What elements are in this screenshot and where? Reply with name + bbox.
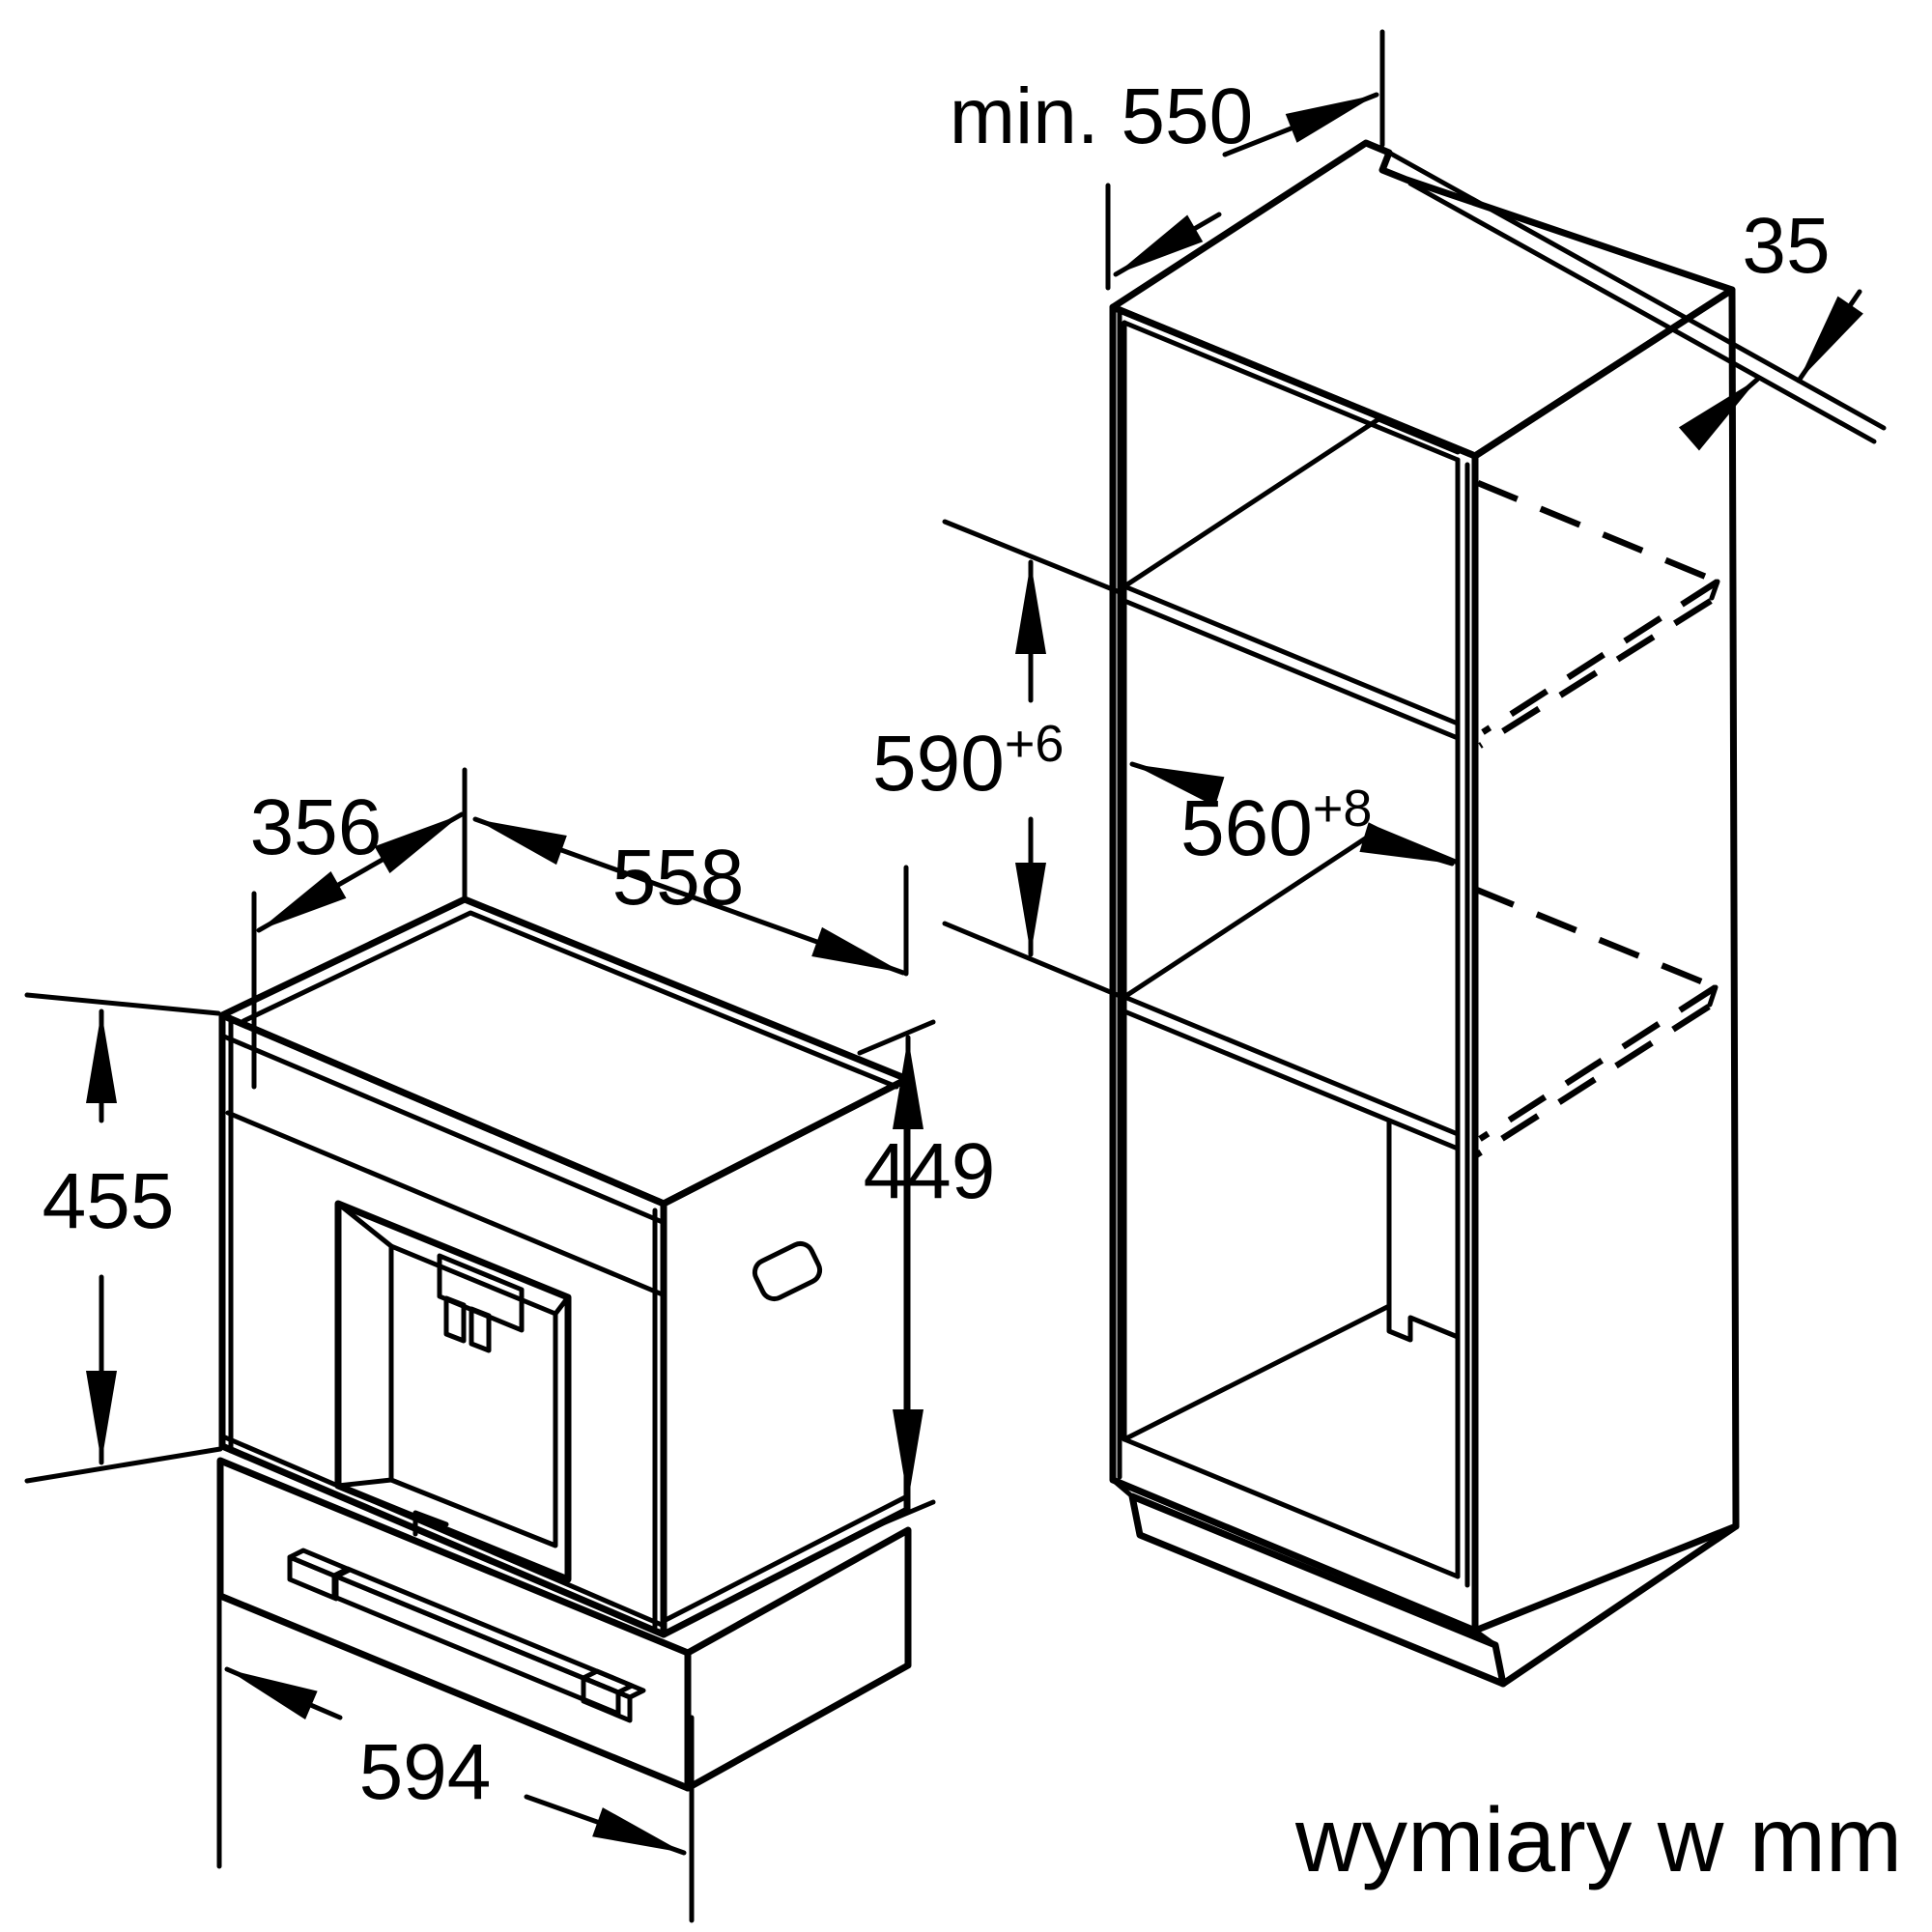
dimension-558: 558 bbox=[472, 816, 909, 977]
front-height-label: 455 bbox=[43, 1157, 175, 1245]
dimension-594: 594 bbox=[216, 1586, 695, 1923]
appliance-drawing bbox=[216, 895, 912, 1792]
top-width-label: 558 bbox=[612, 834, 745, 922]
side-handle-cutout bbox=[752, 1240, 823, 1302]
appliance-side-face bbox=[660, 1075, 911, 1638]
coffee-spout-unit bbox=[437, 1253, 525, 1333]
cabinet-plinth bbox=[1110, 1477, 1740, 1688]
units-note: wymiary w mm bbox=[1294, 1789, 1902, 1891]
hidden-shelf-edges bbox=[1472, 479, 1720, 1158]
top-depth-label: 356 bbox=[250, 783, 383, 871]
side-height-label: 449 bbox=[864, 1127, 996, 1215]
lower-width-label: 594 bbox=[359, 1728, 492, 1816]
dimension-449: 449 bbox=[857, 1019, 996, 1536]
min-depth-label: min. 550 bbox=[950, 72, 1254, 160]
cabinet-shelf-1 bbox=[1122, 583, 1461, 741]
niche-height-label: 590+6 bbox=[872, 715, 1064, 808]
dimension-590: 590+6 bbox=[872, 519, 1127, 1001]
niche-width-label: 560+8 bbox=[1180, 780, 1372, 872]
appliance-front-face bbox=[218, 1011, 668, 1638]
cabinet-shelf-2 bbox=[1122, 994, 1461, 1151]
dimension-356: 356 bbox=[250, 767, 468, 1090]
dimension-455: 455 bbox=[24, 992, 223, 1484]
dispenser-niche bbox=[334, 1200, 572, 1583]
drawer-handle bbox=[287, 1548, 646, 1723]
control-panel-line bbox=[225, 1110, 668, 1298]
dimension-min-550: min. 550 bbox=[950, 29, 1385, 291]
cable-notch bbox=[1386, 1303, 1461, 1343]
dimension-35: 35 bbox=[1386, 150, 1887, 451]
cabinet-drawing bbox=[1109, 139, 1740, 1688]
cabinet-side-panel bbox=[1471, 286, 1740, 1634]
dimension-560: 560+8 bbox=[1129, 761, 1455, 872]
warming-drawer bbox=[216, 1457, 912, 1792]
rear-gap-label: 35 bbox=[1742, 202, 1830, 290]
